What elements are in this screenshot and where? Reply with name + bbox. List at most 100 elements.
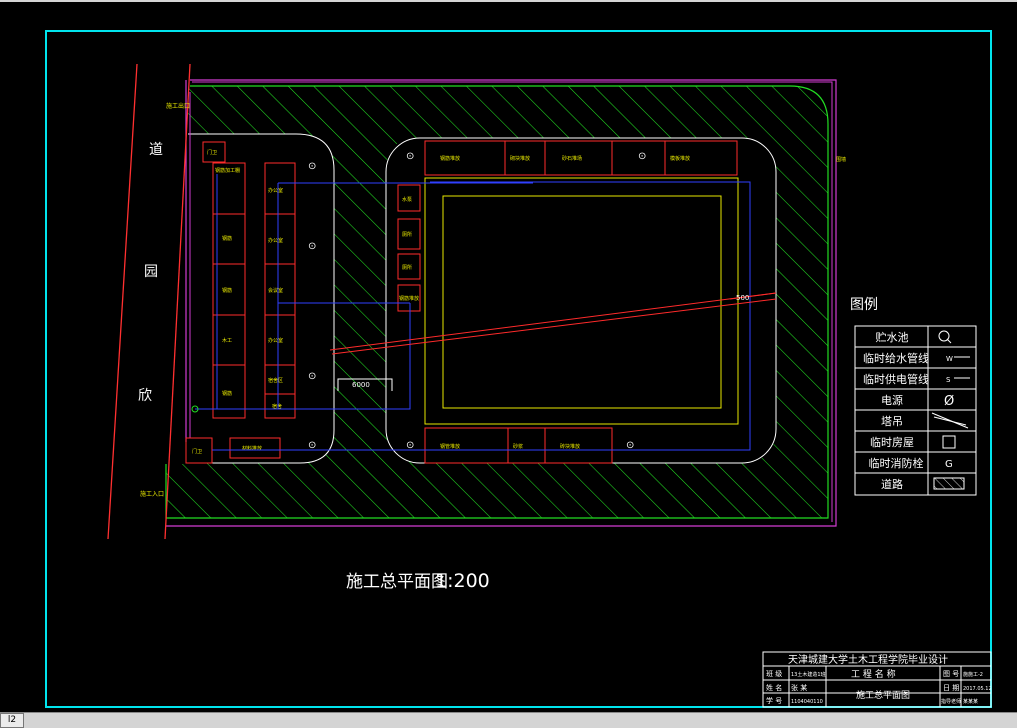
col-b-label-5: 宿舍	[272, 403, 282, 410]
col-a-label-0: 钢筋加工棚	[215, 167, 240, 174]
legend-symbols: W S Ø G	[931, 330, 970, 490]
svg-text:⊙: ⊙	[406, 151, 414, 162]
legend-label-3: 电源	[881, 393, 903, 407]
svg-text:⊙: ⊙	[308, 161, 316, 172]
svg-text:⊙: ⊙	[308, 241, 316, 252]
building-outline-inner	[442, 195, 722, 409]
svg-text:S: S	[946, 376, 951, 384]
hydrant-icon: G	[945, 459, 953, 470]
legend-label-4: 塔吊	[881, 415, 903, 428]
col-b-frame	[264, 162, 296, 419]
site-hatch	[166, 86, 828, 518]
title-block	[762, 651, 992, 708]
drawing-frame	[45, 30, 992, 708]
layout-tab[interactable]: l2	[0, 713, 24, 728]
square-icon	[942, 435, 956, 449]
s-line-icon: S	[946, 376, 970, 384]
bottom-label-0: 钢管堆放	[440, 443, 460, 450]
bottom-row-buildings	[424, 427, 613, 464]
material-yard-label: 材料堆放	[242, 445, 262, 452]
mid-label-2: 厕所	[402, 264, 412, 271]
row-label-0: 班 级	[766, 669, 782, 678]
work-zone-side-buildings	[397, 184, 421, 312]
top-label-1: 砌块堆放	[510, 155, 530, 162]
right-label-2: 指导老师	[941, 698, 961, 705]
top-label-2: 砂石堆场	[562, 155, 582, 162]
drawing-title: 施工总平面图	[346, 572, 448, 592]
left-zone-outline	[188, 133, 335, 464]
work-zone-side-labels: 水泵 厕所 厕所 钢筋堆放	[399, 196, 419, 302]
entrance-top-label: 施工出口	[166, 102, 190, 110]
dimension-6000-line	[337, 378, 393, 391]
road-line-outer	[107, 63, 138, 540]
col-a-label-4: 钢筋	[222, 390, 232, 397]
entrance-bottom-label: 施工入口	[140, 490, 164, 498]
mid-label-0: 水泵	[402, 196, 412, 203]
top-label-0: 钢筋堆放	[440, 155, 460, 162]
col-a-label-3: 木工	[222, 337, 232, 344]
top-row-buildings	[424, 140, 738, 176]
gate-bottom-label: 门卫	[192, 448, 202, 455]
tower-crane	[329, 292, 777, 355]
school-name: 天津城建大学土木工程学院毕业设计	[788, 653, 948, 666]
svg-text:⊙: ⊙	[308, 440, 316, 451]
right-label-1: 日 期	[943, 684, 959, 692]
road-line-inner	[164, 63, 191, 540]
col-b-label-0: 办公室	[268, 187, 283, 194]
drawing-canvas[interactable]: 道 园 欣 施工出口 施工入口 围墙 门卫 钢筋加工棚 钢筋 钢筋	[0, 2, 1017, 712]
tower-crane-icon	[931, 412, 969, 429]
site-boundary-inner	[189, 81, 833, 522]
right-value-2: 某某某	[963, 699, 978, 705]
gate-house-top	[202, 141, 226, 163]
gate-top-label: 门卫	[207, 149, 217, 156]
fire-hydrants: ⊙ ⊙ ⊙ ⊙ ⊙ ⊙ ⊙ ⊙	[308, 151, 646, 451]
site-boundary	[166, 79, 837, 527]
hatched-road-icon	[933, 477, 965, 490]
legend-labels: 贮水池 临时给水管线 临时供电管线 电源 塔吊 临时房屋 临时消防栓 道路	[863, 331, 929, 491]
col-a-frame	[212, 162, 246, 419]
col-b-label-4: 宿舍区	[268, 377, 283, 384]
left-zone-buildings	[185, 141, 296, 464]
row-value-0: 13土木建造1班	[791, 671, 826, 678]
boundary-right-label: 围墙	[836, 156, 846, 163]
top-label-3: 模板堆放	[670, 155, 690, 162]
svg-text:⊙: ⊙	[406, 440, 414, 451]
left-zone-labels: 门卫 钢筋加工棚 钢筋 钢筋 木工 钢筋 办公室 办公室 会议室 办公室 宿舍区…	[192, 149, 283, 455]
mid-label-1: 厕所	[402, 231, 412, 238]
row-value-2: 1104040110	[791, 699, 823, 705]
project-header: 工 程 名 称	[851, 668, 896, 680]
row-label-2: 学 号	[766, 696, 782, 705]
legend-label-1: 临时给水管线	[863, 351, 929, 365]
drawing-scale: 1:200	[435, 570, 490, 592]
road-char-1: 道	[149, 142, 163, 158]
col-b-label-2: 会议室	[268, 287, 283, 294]
legend-title: 图例	[850, 297, 878, 313]
bottom-label-2: 砖块堆放	[560, 443, 580, 450]
window-top-edge	[0, 0, 1017, 2]
right-value-1: 2017.05.12	[963, 686, 992, 692]
top-row-labels: 钢筋堆放 砌块堆放 砂石堆场 模板堆放	[440, 155, 690, 162]
dimension-500-label: 500	[736, 294, 749, 302]
legend-label-0: 贮水池	[876, 331, 909, 344]
legend-table	[854, 325, 977, 496]
svg-text:⊙: ⊙	[626, 440, 634, 451]
w-line-icon: W	[946, 355, 970, 363]
row-value-1: 张 某	[791, 683, 807, 692]
status-bar	[0, 712, 1017, 728]
water-pipe-network	[195, 174, 751, 451]
water-tank	[191, 405, 199, 413]
svg-text:⊙: ⊙	[638, 151, 646, 162]
power-source-icon: Ø	[944, 394, 954, 409]
circle-q-icon	[938, 330, 952, 344]
col-b-label-3: 办公室	[268, 337, 283, 344]
right-value-0: 施施工-2	[963, 671, 983, 678]
road-char-2: 园	[144, 264, 158, 280]
col-a-label-2: 钢筋	[222, 287, 232, 294]
title-drawing-name: 施工总平面图	[856, 689, 910, 701]
right-label-0: 图 号	[943, 670, 959, 678]
road-char-3: 欣	[138, 388, 152, 404]
col-a-label-1: 钢筋	[222, 235, 232, 242]
bottom-row-labels: 钢管堆放 砂浆 砖块堆放	[440, 443, 580, 450]
legend-label-2: 临时供电管线	[863, 372, 929, 386]
